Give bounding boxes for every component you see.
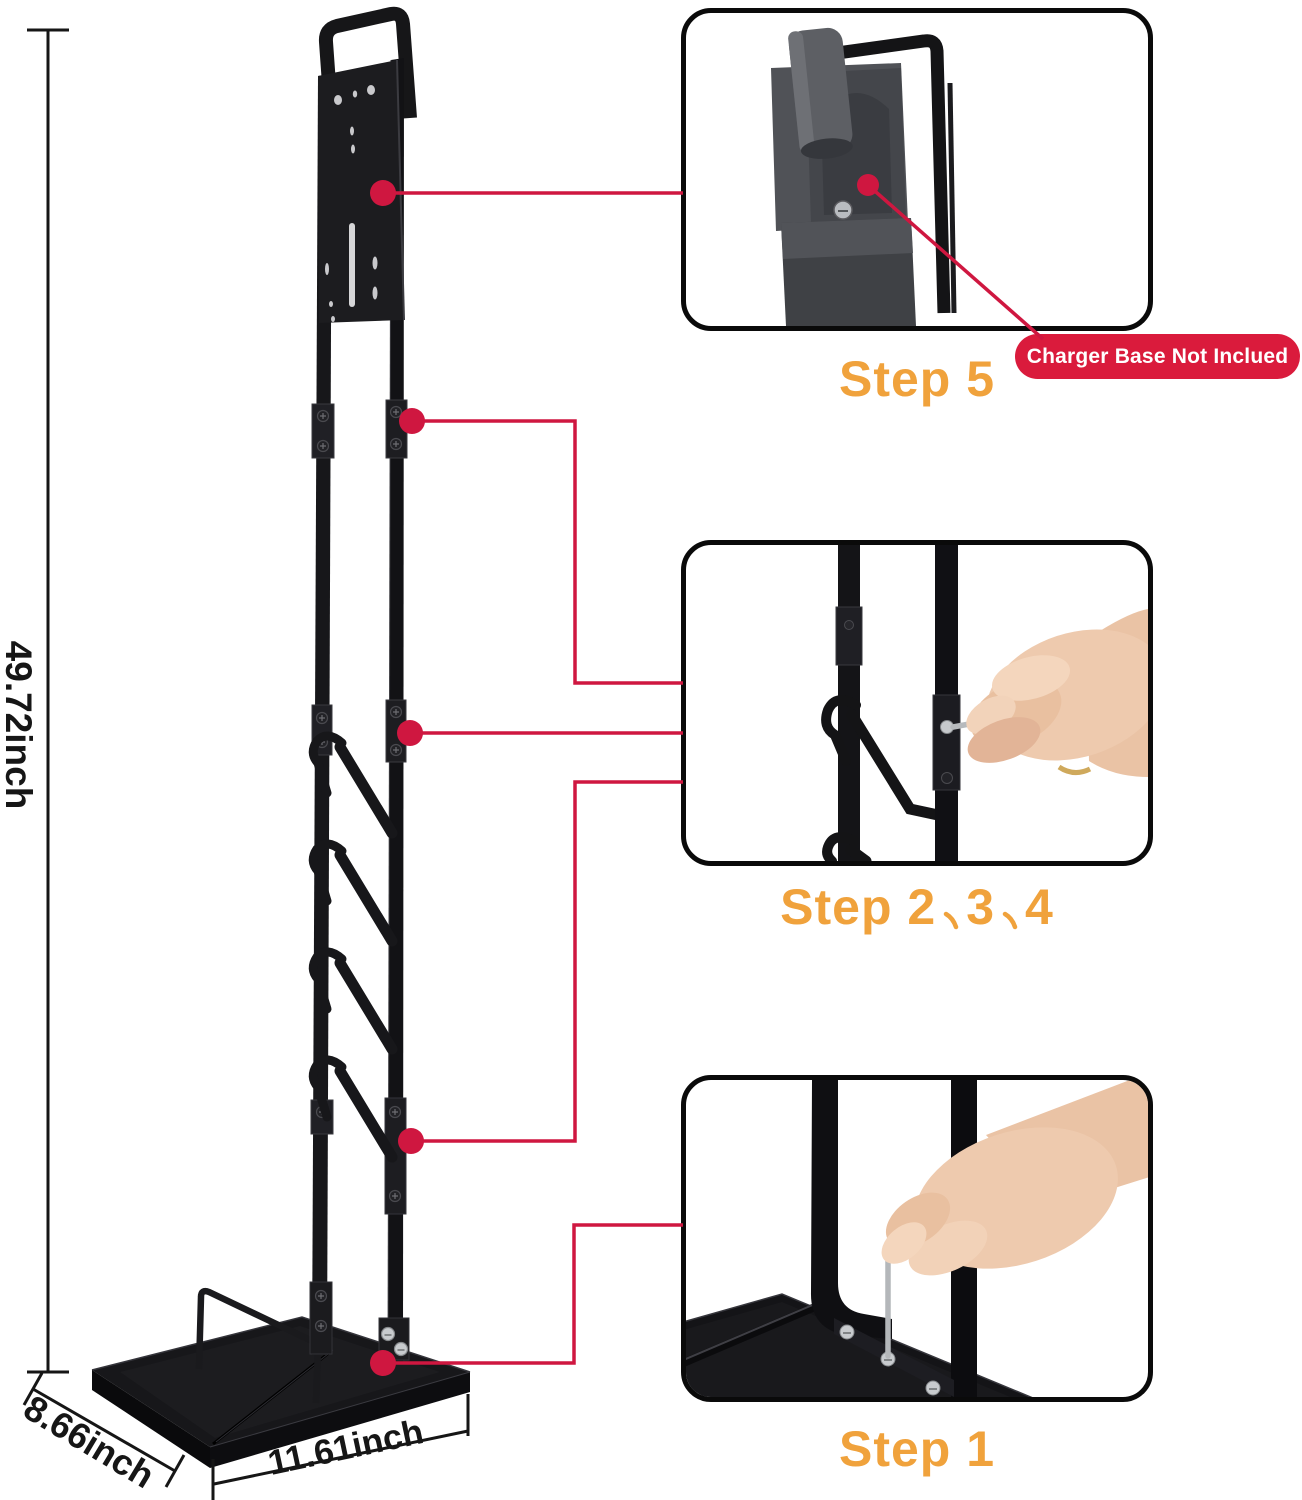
hook-assembly-photo bbox=[821, 545, 1148, 861]
left-rail bbox=[312, 74, 332, 1355]
base-in-inset bbox=[686, 1293, 1033, 1397]
step234-caption-part: 4 bbox=[1025, 879, 1054, 935]
step234-caption-part: Step 2 bbox=[780, 879, 937, 935]
hooks bbox=[308, 731, 398, 1163]
callout-line-base bbox=[383, 1223, 683, 1365]
callout-dot-step5-source bbox=[370, 180, 396, 206]
step5-inset bbox=[681, 8, 1153, 331]
hook bbox=[308, 947, 398, 1055]
right-bar-in-inset bbox=[932, 545, 961, 861]
step5-caption: Step 5 bbox=[838, 351, 996, 407]
base-assembly-photo bbox=[686, 1080, 1148, 1397]
screw-icon bbox=[833, 200, 853, 220]
height-dimension-label: 49.72inch bbox=[0, 640, 39, 810]
mounting-plate bbox=[318, 59, 405, 323]
charger-note-badge: Charger Base Not Inclued bbox=[1015, 334, 1300, 379]
step1-inset bbox=[681, 1075, 1153, 1402]
step234-caption-part: 3 bbox=[966, 879, 996, 935]
charger-dock bbox=[771, 27, 916, 326]
hand-illustration bbox=[966, 609, 1148, 777]
left-bar-in-inset bbox=[810, 1080, 892, 1339]
hook bbox=[308, 1055, 398, 1163]
mounting-plate-holes bbox=[325, 85, 378, 322]
ideographic-comma-icon bbox=[1002, 910, 1018, 930]
charger-mount-photo bbox=[771, 27, 957, 326]
callout-dot-base bbox=[370, 1350, 396, 1376]
ideographic-comma-icon bbox=[943, 910, 959, 930]
hook bbox=[308, 839, 398, 947]
rail-joints bbox=[310, 399, 408, 1215]
foot-screws bbox=[839, 1324, 941, 1396]
callout-line-upper-joint bbox=[412, 419, 683, 685]
right-rail bbox=[387, 58, 404, 1363]
callout-dot-lower-joint bbox=[398, 1128, 424, 1154]
callout-line-lower-joint bbox=[411, 780, 683, 1143]
depth-dimension-label: 8.66inch bbox=[16, 1386, 162, 1497]
step234-inset bbox=[681, 540, 1153, 866]
stand-top-loop bbox=[318, 6, 417, 119]
width-dimension-label: 11.61inch bbox=[264, 1412, 427, 1483]
hook-in-inset bbox=[821, 695, 944, 861]
callout-dot-upper-joint bbox=[399, 408, 425, 434]
foot-brackets bbox=[309, 1281, 410, 1361]
base-handle bbox=[195, 1287, 322, 1404]
hook bbox=[308, 731, 398, 839]
step1-caption: Step 1 bbox=[838, 1421, 996, 1477]
hand-illustration bbox=[881, 1080, 1148, 1276]
callout-dot-mid-joint bbox=[397, 720, 423, 746]
dock-neck bbox=[788, 27, 853, 159]
ring-icon bbox=[1057, 764, 1092, 775]
